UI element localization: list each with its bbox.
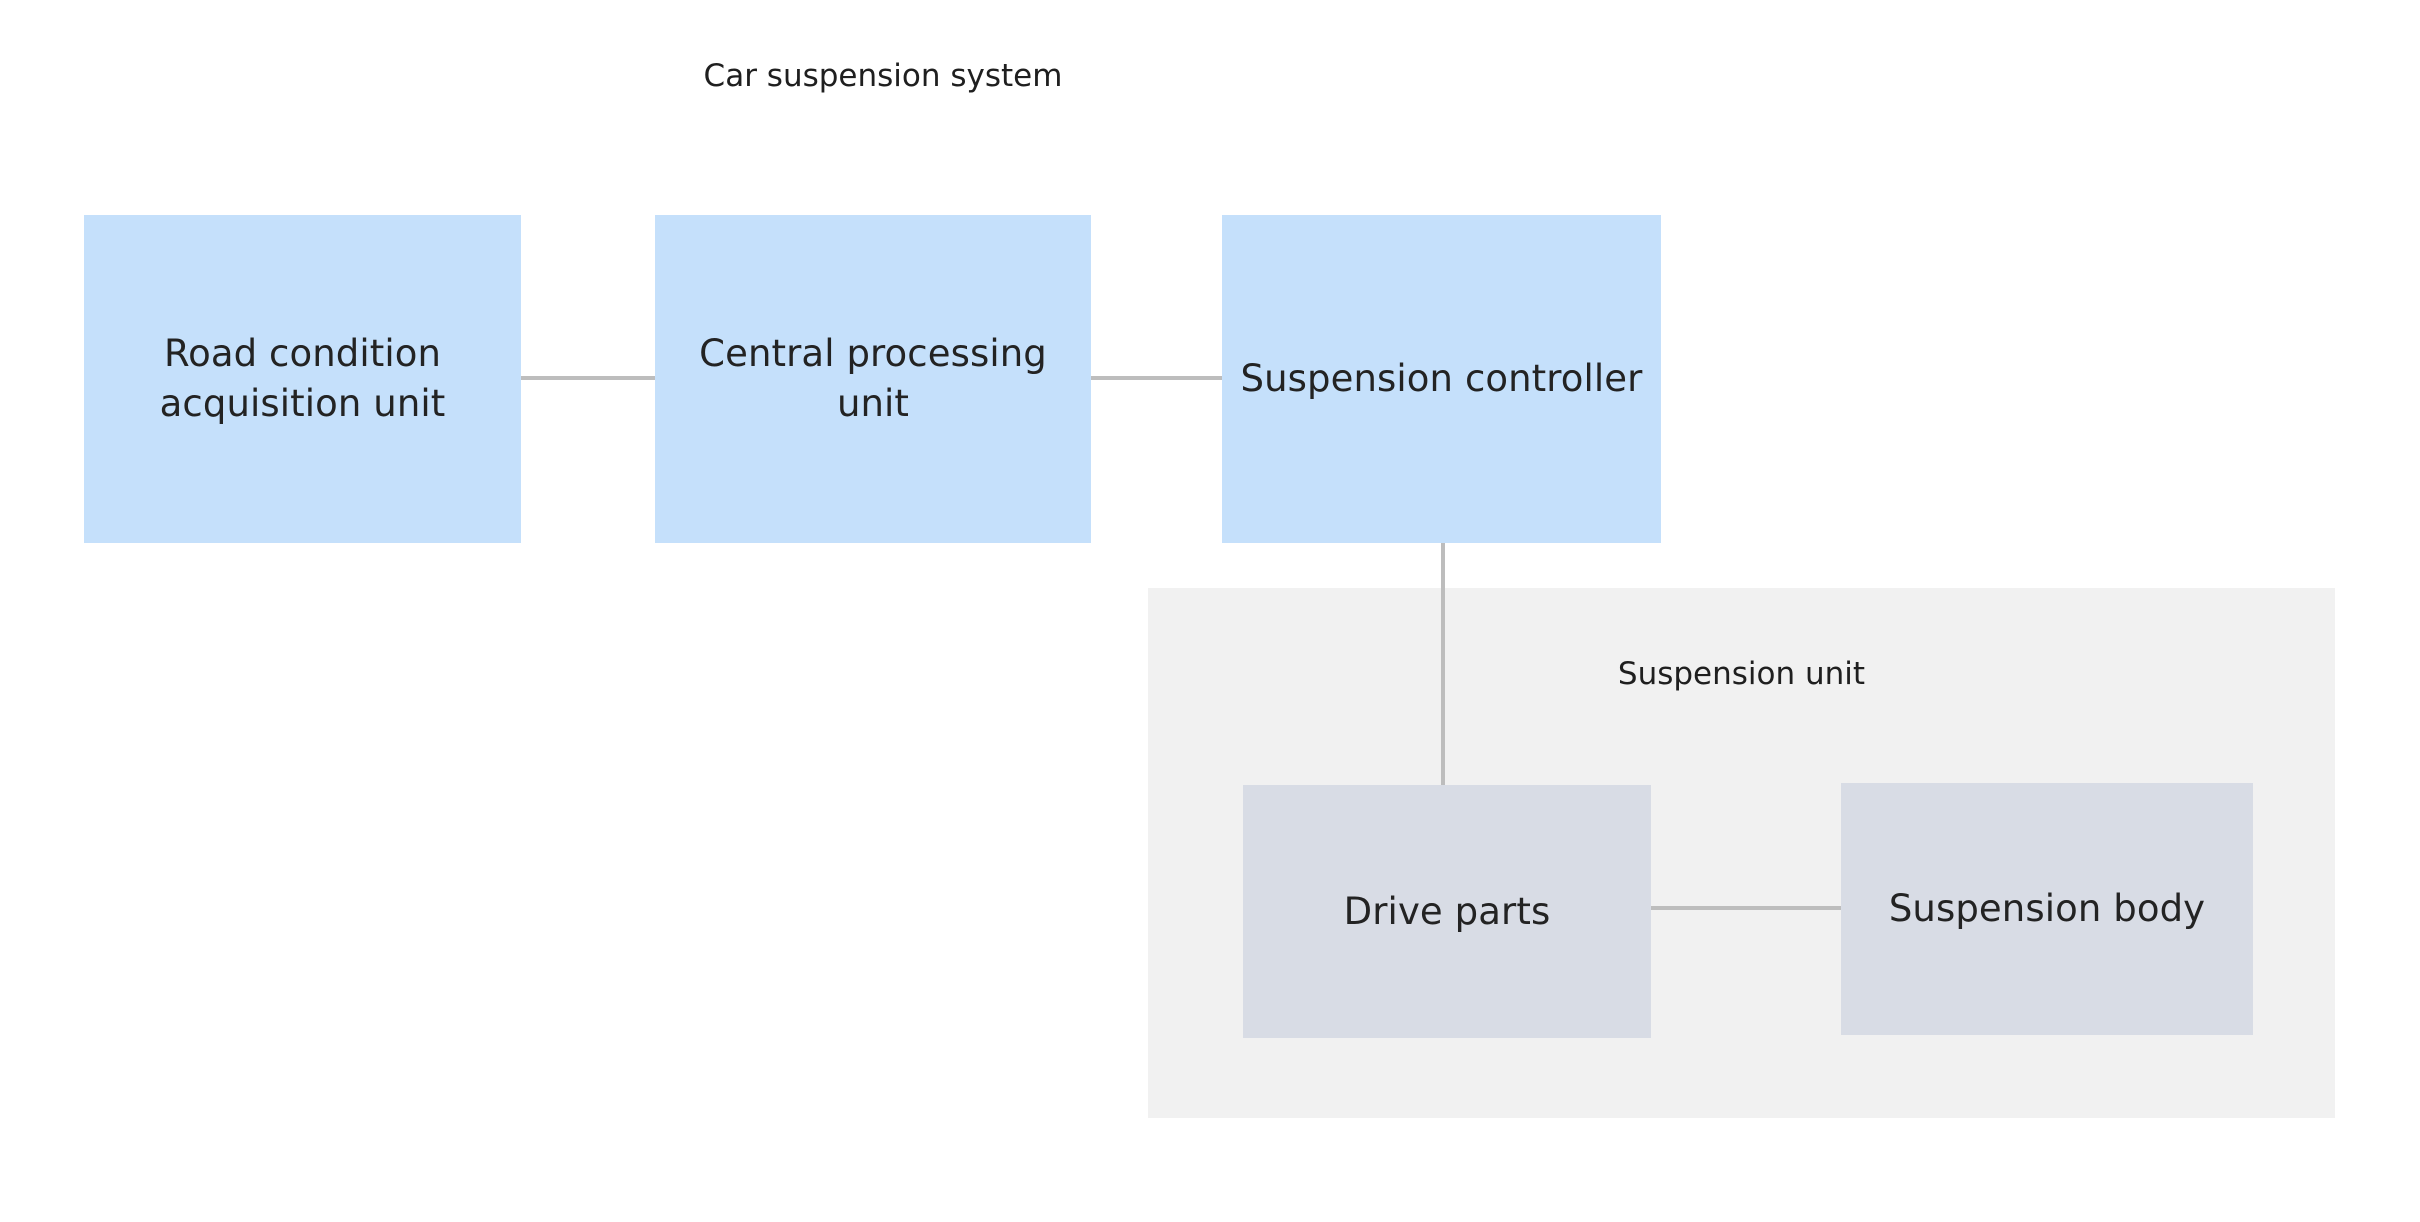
edge-central-processing-to-suspension-controller [1090, 376, 1223, 380]
node-drive-parts[interactable]: Drive parts [1243, 785, 1651, 1038]
node-suspension-body[interactable]: Suspension body [1841, 783, 2253, 1035]
node-suspension-body-label: Suspension body [1888, 887, 2206, 930]
edge-drive-parts-to-suspension-body [1651, 906, 1842, 910]
node-road-condition-acquisition-unit-label: Road condition acquisition unit [159, 332, 446, 425]
edge-suspension-controller-to-drive-parts [1441, 543, 1445, 786]
node-suspension-controller[interactable]: Suspension controller [1222, 215, 1661, 543]
node-suspension-controller-label: Suspension controller [1240, 357, 1643, 400]
group-suspension-unit-label: Suspension unit [1617, 656, 1866, 692]
edge-road-condition-to-central-processing [520, 376, 656, 380]
node-road-condition-acquisition-unit[interactable]: Road condition acquisition unit [84, 215, 521, 543]
node-central-processing-unit-label: Central processing unit [699, 332, 1047, 425]
node-central-processing-unit[interactable]: Central processing unit [655, 215, 1091, 543]
diagram-title: Car suspension system [703, 58, 1063, 94]
node-drive-parts-label: Drive parts [1343, 889, 1551, 933]
